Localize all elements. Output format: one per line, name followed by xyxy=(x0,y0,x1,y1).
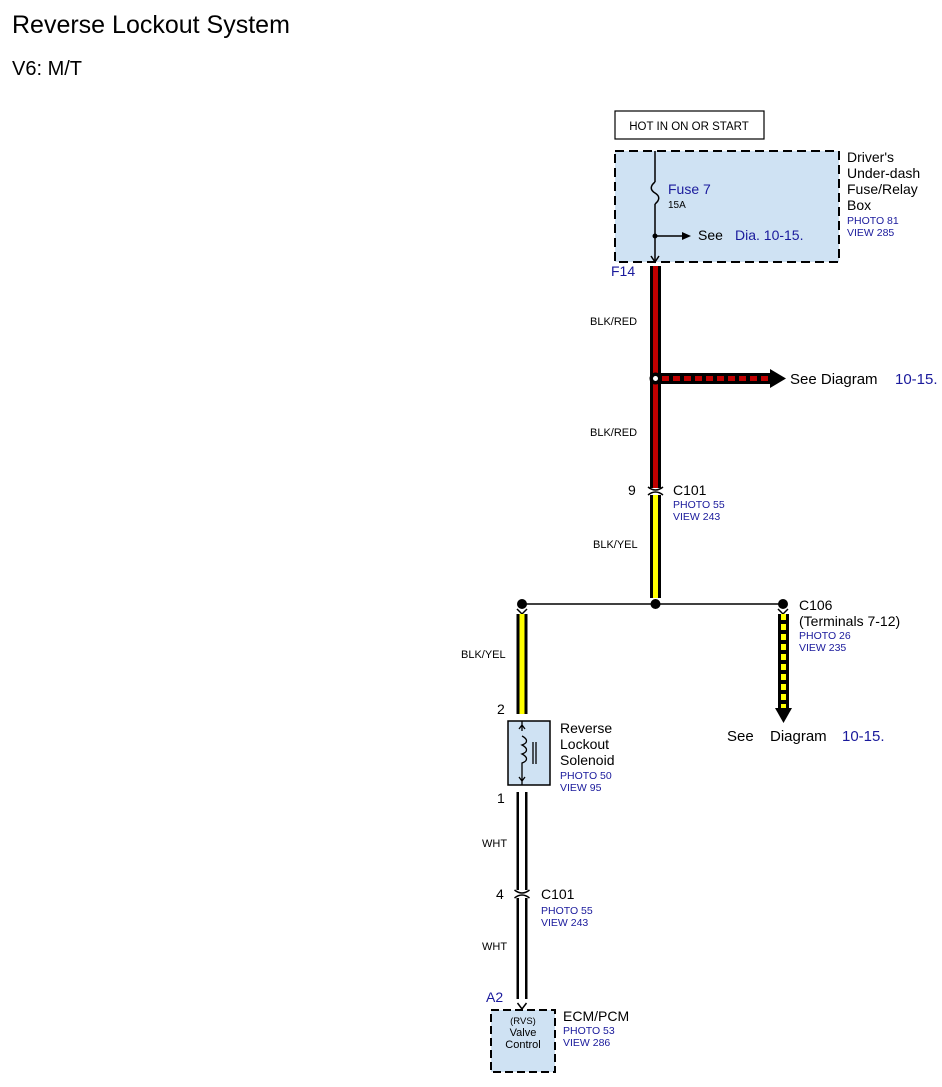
c101-lower-name: C101 xyxy=(541,886,575,902)
c101-upper-name: C101 xyxy=(673,482,707,498)
wire-label-blk-red-lower: BLK/RED xyxy=(590,427,637,439)
page-title: Reverse Lockout System xyxy=(12,11,290,39)
solenoid-box xyxy=(507,720,551,786)
solenoid-view: VIEW 95 xyxy=(560,782,602,794)
c101-lower-pin: 4 xyxy=(496,886,504,902)
fuse-see-diagram: Dia. 10-15. xyxy=(735,227,803,243)
c101-upper-pin: 9 xyxy=(628,482,636,498)
c101-lower-view: VIEW 243 xyxy=(541,917,588,929)
c106-see-diagram: Diagram xyxy=(770,728,827,745)
fuse-relay-box xyxy=(614,150,840,263)
fuse-branch-arrow-icon xyxy=(682,232,691,240)
wire-blk-yel-upper-stripe xyxy=(653,495,658,598)
ecm-terminal-label: A2 xyxy=(486,989,503,1005)
c101-upper-photo: PHOTO 55 xyxy=(673,499,725,511)
c106-name: C106 xyxy=(799,597,833,613)
splice-see-diagram: See Diagram xyxy=(790,371,878,388)
c106-branch-wire xyxy=(778,614,789,710)
solenoid-name-line-2: Lockout xyxy=(560,736,609,752)
fuse-box-name-line-3: Fuse/Relay xyxy=(847,181,918,197)
solenoid-pin-top: 2 xyxy=(497,701,505,717)
ecm-name: ECM/PCM xyxy=(563,1008,629,1024)
ecm-view: VIEW 286 xyxy=(563,1037,610,1049)
fuse-box-name-line-1: Driver's xyxy=(847,149,894,165)
wire-blk-yel-left-stripe xyxy=(519,614,525,714)
fuse-see-prefix: See xyxy=(698,227,723,243)
solenoid-name-line-1: Reverse xyxy=(560,720,612,736)
fuse-name: Fuse 7 xyxy=(668,181,711,197)
junction-splice-center xyxy=(650,599,661,609)
fuse-terminal-arrow-icon xyxy=(650,255,660,264)
wire-label-blk-yel-left: BLK/YEL xyxy=(461,649,506,661)
fuse-rating: 15A xyxy=(668,200,686,211)
power-label-box xyxy=(614,110,765,140)
wire-label-wht-lower: WHT xyxy=(482,941,507,953)
splice-branch-wire xyxy=(660,373,772,384)
right-drop-arrow-icon xyxy=(777,608,789,616)
c106-arrow-icon xyxy=(775,708,792,723)
c101-lower-photo: PHOTO 55 xyxy=(541,905,593,917)
junction-splice-right xyxy=(778,599,788,609)
power-label: HOT IN ON OR START xyxy=(629,121,748,133)
ecm-inner-line-1: (RVS) xyxy=(510,1016,536,1027)
solenoid-photo: PHOTO 50 xyxy=(560,770,612,782)
fuse-terminal-label: F14 xyxy=(611,263,635,279)
wire-label-wht-upper: WHT xyxy=(482,838,507,850)
fuse-box-view: VIEW 285 xyxy=(847,227,894,239)
junction-splice-left xyxy=(517,599,527,609)
fuse-symbol-icon xyxy=(650,181,660,205)
fuse-box-photo: PHOTO 81 xyxy=(847,215,899,227)
c106-terminals: (Terminals 7-12) xyxy=(799,613,900,629)
wire-label-blk-yel-upper: BLK/YEL xyxy=(593,539,638,551)
ecm-photo: PHOTO 53 xyxy=(563,1025,615,1037)
wire-label-blk-red-upper: BLK/RED xyxy=(590,316,637,328)
c101-lower-connector-icon xyxy=(514,889,530,899)
c106-see-diagram-number: 10-15. xyxy=(842,728,885,745)
solenoid-name-line-3: Solenoid xyxy=(560,752,615,768)
c106-view: VIEW 235 xyxy=(799,642,846,654)
ecm-inner-line-2: Valve xyxy=(510,1027,537,1039)
fuse-box-name-line-4: Box xyxy=(847,197,871,213)
ecm-pcm-box xyxy=(490,1009,556,1073)
fuse-box-name-line-2: Under-dash xyxy=(847,165,920,181)
splice-see-diagram-number: 10-15. xyxy=(895,371,938,388)
wire-wht-upper-stripe xyxy=(519,792,525,890)
c106-see: See xyxy=(727,728,754,745)
solenoid-coil-icon xyxy=(518,721,528,785)
splice-branch-arrow-icon xyxy=(770,369,786,388)
ecm-terminal-arrow-icon xyxy=(516,1002,528,1011)
solenoid-pin-bottom: 1 xyxy=(497,790,505,806)
c101-upper-view: VIEW 243 xyxy=(673,511,720,523)
wire-wht-lower-stripe xyxy=(519,898,525,999)
splice-point-center xyxy=(653,376,658,381)
c106-photo: PHOTO 26 xyxy=(799,630,851,642)
ecm-inner-line-3: Control xyxy=(505,1039,540,1051)
page-subtitle: V6: M/T xyxy=(12,58,82,80)
c101-upper-connector-icon xyxy=(647,486,664,496)
left-drop-arrow-icon xyxy=(516,608,528,616)
